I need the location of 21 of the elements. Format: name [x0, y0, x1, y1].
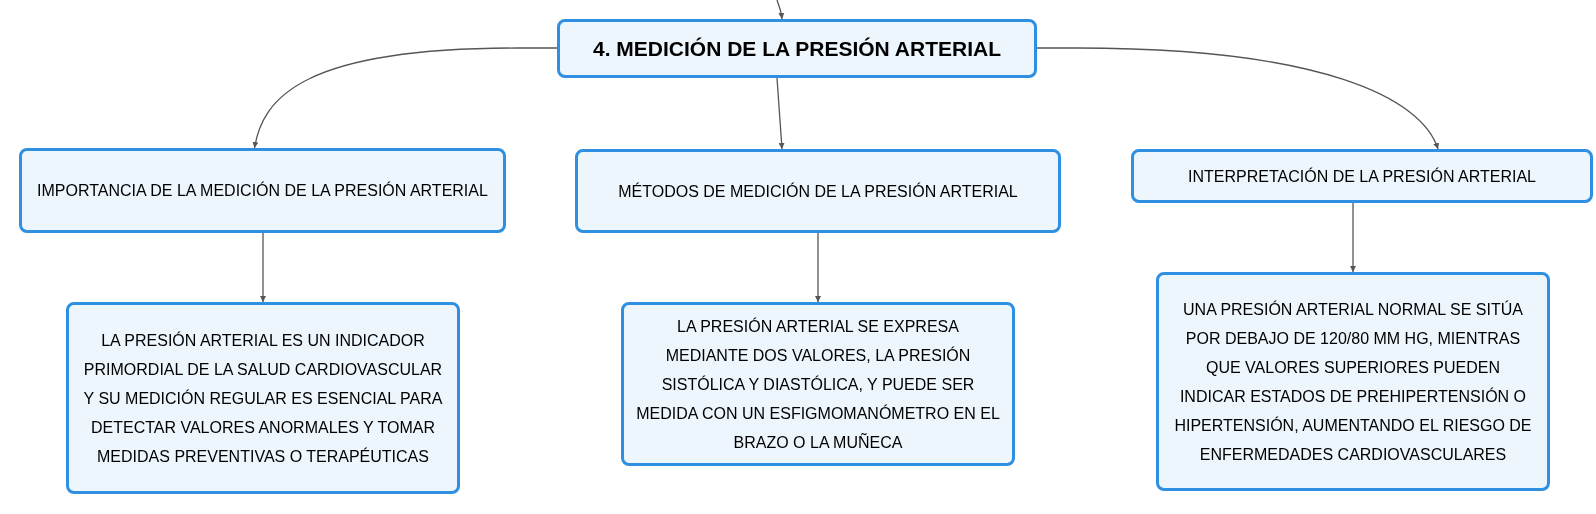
connector-arrow — [1036, 47, 1439, 150]
topic-box — [575, 149, 1061, 233]
connector-arrow — [815, 232, 821, 303]
topic-text: LA PRESIÓN ARTERIAL SE EXPRESA MEDIANTE DOS VALORES, LA PRESIÓN SISTÓLICA Y DIASTÓLICA, Y PUEDE SER MEDIDA CON UN ESFIGMOMANÓMETRO EN EL BRAZO O LA MUÑECA — [636, 316, 1000, 453]
topic-text: INTERPRETACIÓN DE LA PRESIÓN ARTERIAL — [1188, 166, 1536, 187]
connector-arrow — [1350, 202, 1356, 273]
topic-box — [19, 148, 506, 233]
title-text: 4. MEDICIÓN DE LA PRESIÓN ARTERIAL — [593, 35, 1001, 62]
topic-text: IMPORTANCIA DE LA MEDICIÓN DE LA PRESIÓN ARTERIAL — [37, 180, 488, 201]
connector-arrow — [776, 0, 785, 20]
topic-text: UNA PRESIÓN ARTERIAL NORMAL SE SITÚA POR DEBAJO DE 120/80 MM HG, MIENTRAS QUE VALORES SUPERIORES PUEDEN INDICAR ESTADOS DE PREHIPERTENSIÓN O HIPERTENSIÓN, AUMENTANDO EL RIESGO DE ENFERMEDADES CARDIOVASCULARES — [1173, 299, 1533, 465]
topic-box — [1131, 149, 1593, 203]
topic-text: MÉTODOS DE MEDICIÓN DE LA PRESIÓN ARTERIAL — [618, 181, 1018, 202]
connector-arrow — [252, 47, 558, 149]
topic-box — [1156, 272, 1550, 491]
connector-arrow — [776, 77, 785, 150]
topic-box — [66, 302, 460, 494]
topic-box — [621, 302, 1015, 466]
title-box — [557, 19, 1037, 78]
topic-text: LA PRESIÓN ARTERIAL ES UN INDICADOR PRIMORDIAL DE LA SALUD CARDIOVASCULAR Y SU MEDICIÓN REGULAR ES ESENCIAL PARA DETECTAR VALORES ANORMALES Y TOMAR MEDIDAS PREVENTIVAS O TERAPÉUTICAS — [82, 330, 444, 467]
connector-arrow — [260, 232, 266, 303]
